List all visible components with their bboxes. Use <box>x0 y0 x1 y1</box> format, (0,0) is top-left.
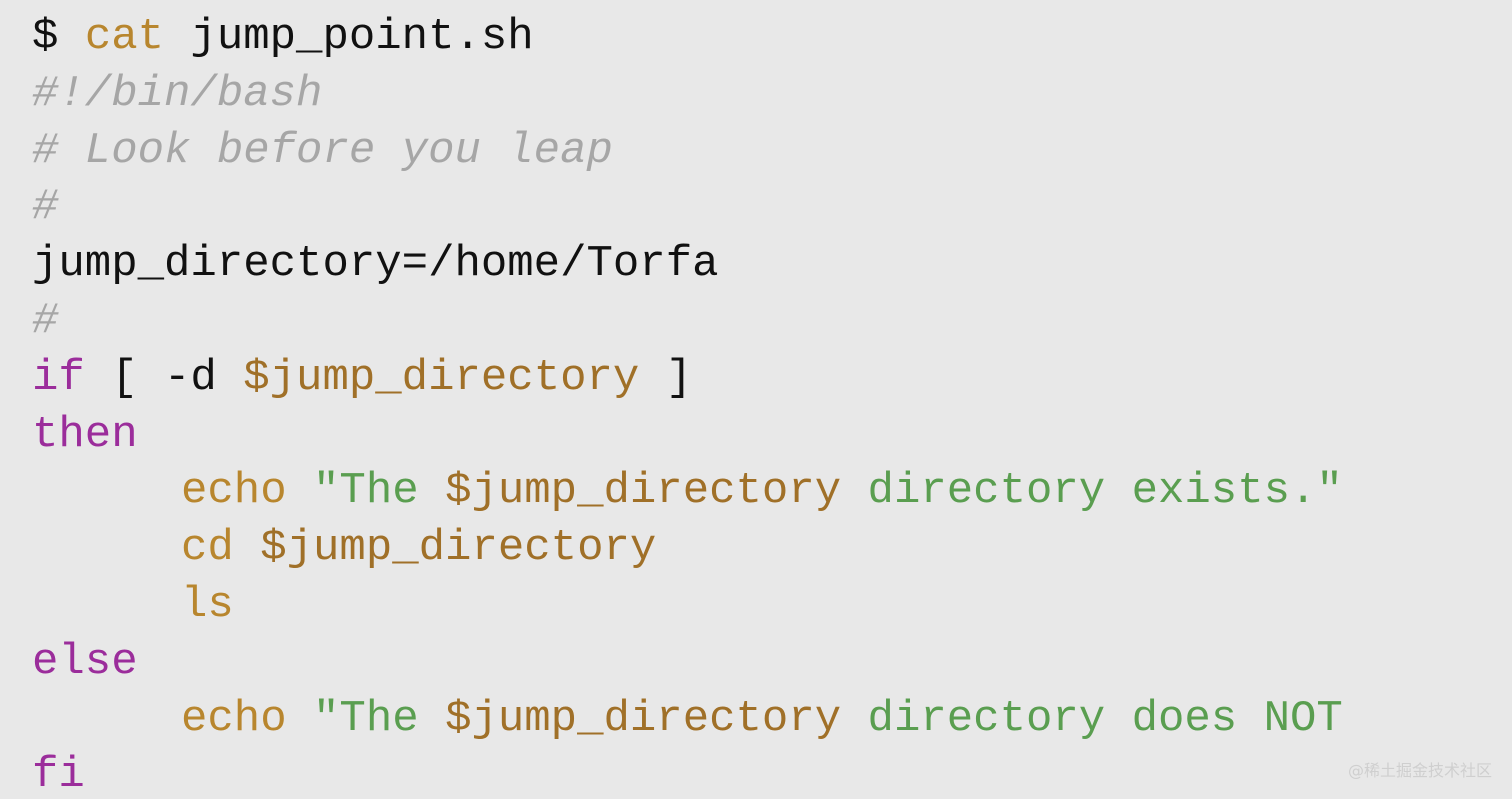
code-token-default: $ <box>32 12 85 62</box>
code-token-comment: # Look before you leap <box>32 125 613 176</box>
code-token-string: directory does NOT <box>841 693 1343 744</box>
code-line: # <box>32 293 58 350</box>
code-token-variable: $jump_directory <box>260 523 657 574</box>
code-token-default: jump_point.sh <box>164 12 534 62</box>
code-token-default: ] <box>639 352 693 403</box>
code-line: then <box>32 407 138 464</box>
code-line: $ cat jump_point.sh <box>32 9 534 66</box>
code-token-string: "The <box>313 466 446 517</box>
code-token-keyword: if <box>32 352 85 403</box>
code-line: if [ -d $jump_directory ] <box>32 350 692 407</box>
code-token-comment: #!/bin/bash <box>32 68 323 119</box>
code-token-variable: $jump_directory <box>243 352 640 403</box>
code-token-string: directory exists." <box>841 466 1343 517</box>
code-line: jump_directory=/home/Torfa <box>32 236 719 293</box>
code-line: # <box>32 179 58 236</box>
code-line: ls <box>181 577 234 634</box>
code-token-variable: $jump_directory <box>445 693 842 744</box>
code-line: echo "The $jump_directory directory does… <box>181 691 1343 748</box>
code-token-string: "The <box>313 693 446 744</box>
code-token-default <box>287 466 313 516</box>
code-token-keyword: then <box>32 409 138 460</box>
code-line: fi <box>32 747 85 799</box>
code-token-variable: $jump_directory <box>445 466 842 517</box>
code-line: else <box>32 634 138 691</box>
code-token-builtin: ls <box>181 580 234 630</box>
watermark: @稀土掘金技术社区 <box>1347 761 1492 780</box>
code-token-default <box>234 523 260 573</box>
code-token-builtin: echo <box>181 693 287 744</box>
code-token-builtin: cd <box>181 523 234 574</box>
code-token-comment: # <box>32 296 59 346</box>
code-line: cd $jump_directory <box>181 520 656 577</box>
code-token-builtin: cat <box>84 12 165 62</box>
code-token-keyword: fi <box>32 750 85 799</box>
code-token-default: [ -d <box>84 352 244 403</box>
code-token-builtin: echo <box>181 466 287 517</box>
code-line: # Look before you leap <box>32 123 613 180</box>
code-token-comment: # <box>32 182 59 233</box>
code-token-keyword: else <box>32 636 138 687</box>
code-token-default: jump_directory=/home/Torfa <box>32 239 719 290</box>
code-line: echo "The $jump_directory directory exis… <box>181 463 1343 520</box>
code-line: #!/bin/bash <box>32 66 322 123</box>
code-token-default <box>287 694 313 744</box>
